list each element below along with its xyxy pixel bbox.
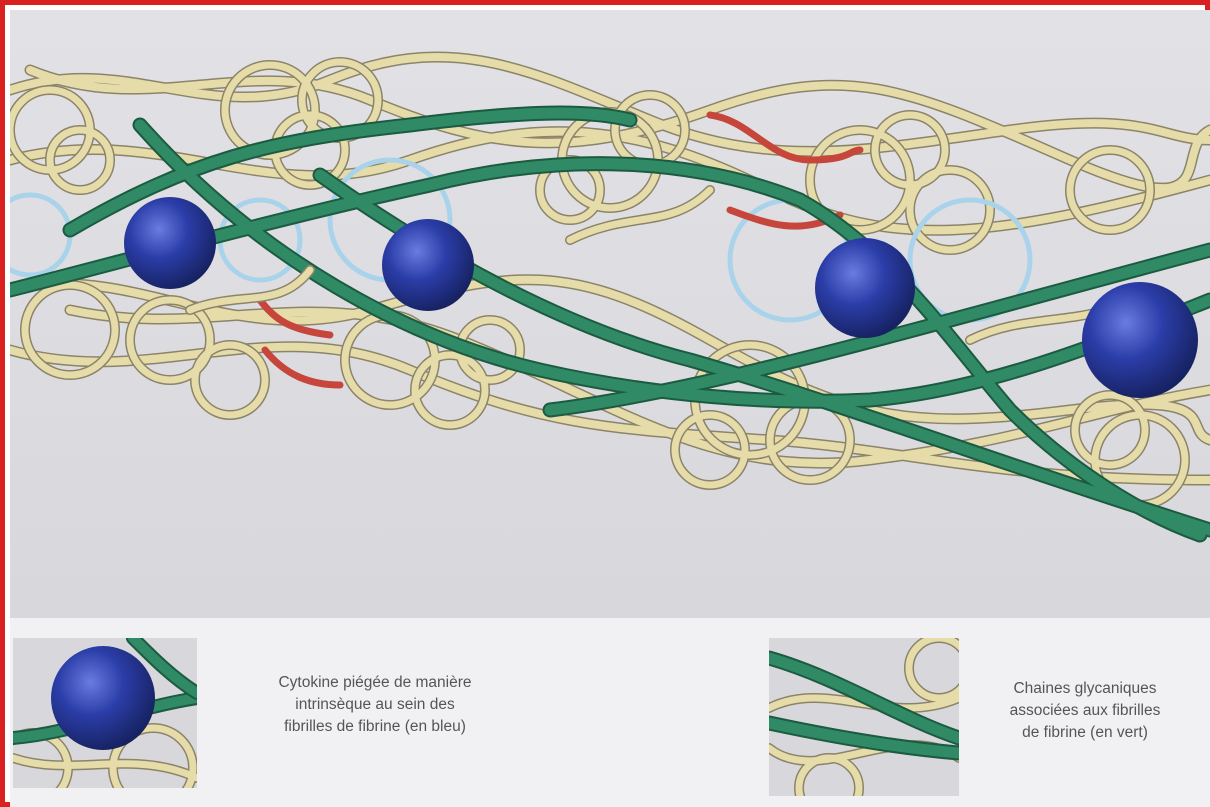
cytokine-sphere — [124, 197, 216, 289]
legend-line: de fibrine (en vert) — [970, 722, 1200, 744]
cytokine-legend-thumbnail — [13, 638, 197, 788]
legend-line: associées aux fibrilles — [970, 700, 1200, 722]
glycan-legend-thumbnail — [769, 638, 959, 796]
legend-line: Chaines glycaniques — [970, 678, 1200, 700]
legend-line: intrinsèque au sein des — [215, 694, 535, 716]
cytokine-sphere — [815, 238, 915, 338]
cytokine-sphere — [1082, 282, 1198, 398]
fibrin-illustration — [10, 10, 1210, 618]
legend-line: Cytokine piégée de manière — [215, 672, 535, 694]
cytokine-sphere — [382, 219, 474, 311]
glycan-legend-caption: Chaines glycaniques associées aux fibril… — [970, 678, 1200, 744]
legend-line: fibrilles de fibrine (en bleu) — [215, 716, 535, 738]
cytokine-legend-caption: Cytokine piégée de manière intrinsèque a… — [215, 672, 535, 738]
fibrin-network-drawing — [10, 10, 1210, 618]
